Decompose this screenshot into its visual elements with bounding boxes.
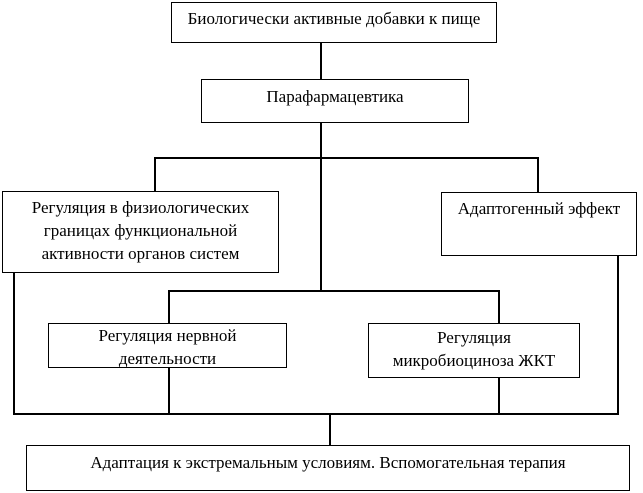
connector-drop-adaptogen bbox=[537, 157, 539, 193]
node-gkt-line2: микробиоциноза ЖКТ bbox=[392, 351, 556, 370]
connector-reg-phys-down bbox=[13, 273, 15, 414]
node-adaptogen: Адаптогенный эффект bbox=[441, 192, 637, 256]
connector-drop-nerv bbox=[168, 290, 170, 324]
node-bad-label: Биологически активные добавки к пище bbox=[187, 9, 481, 28]
node-gkt-line1: Регуляция bbox=[437, 328, 511, 347]
node-adaptation: Адаптация к экстремальным условиям. Вспо… bbox=[26, 445, 630, 491]
node-nerv: Регуляция нервной деятельности bbox=[48, 323, 287, 368]
connector-para-trunk bbox=[320, 123, 322, 290]
connector-nerv-down bbox=[168, 368, 170, 414]
connector-gkt-down bbox=[498, 378, 500, 414]
node-gkt: Регуляция микробиоциноза ЖКТ bbox=[368, 323, 580, 378]
connector-adaptogen-down bbox=[617, 256, 619, 414]
node-para: Парафармацевтика bbox=[201, 79, 469, 123]
connector-level2-horizontal bbox=[168, 290, 499, 292]
node-reg-phys: Регуляция в физиологических границах фун… bbox=[2, 191, 279, 273]
connector-drop-gkt bbox=[498, 290, 500, 324]
node-reg-phys-line2: границах функциональной bbox=[43, 221, 238, 240]
connector-drop-adaptation bbox=[329, 413, 331, 446]
connector-drop-reg-phys bbox=[154, 157, 156, 192]
node-adaptation-label: Адаптация к экстремальным условиям. Вспо… bbox=[90, 453, 566, 472]
connector-level1-horizontal bbox=[154, 157, 538, 159]
node-reg-phys-line3: активности органов систем bbox=[41, 244, 240, 263]
node-bad: Биологически активные добавки к пище bbox=[171, 2, 497, 43]
node-reg-phys-line1: Регуляция в физиологических bbox=[31, 198, 250, 217]
connector-bottom-horizontal bbox=[13, 413, 619, 415]
node-nerv-line2: деятельности bbox=[118, 349, 217, 368]
node-adaptogen-label: Адаптогенный эффект bbox=[457, 199, 621, 218]
connector-bad-to-para bbox=[320, 43, 322, 79]
node-para-label: Парафармацевтика bbox=[266, 87, 404, 106]
node-nerv-line1: Регуляция нервной bbox=[98, 326, 237, 345]
